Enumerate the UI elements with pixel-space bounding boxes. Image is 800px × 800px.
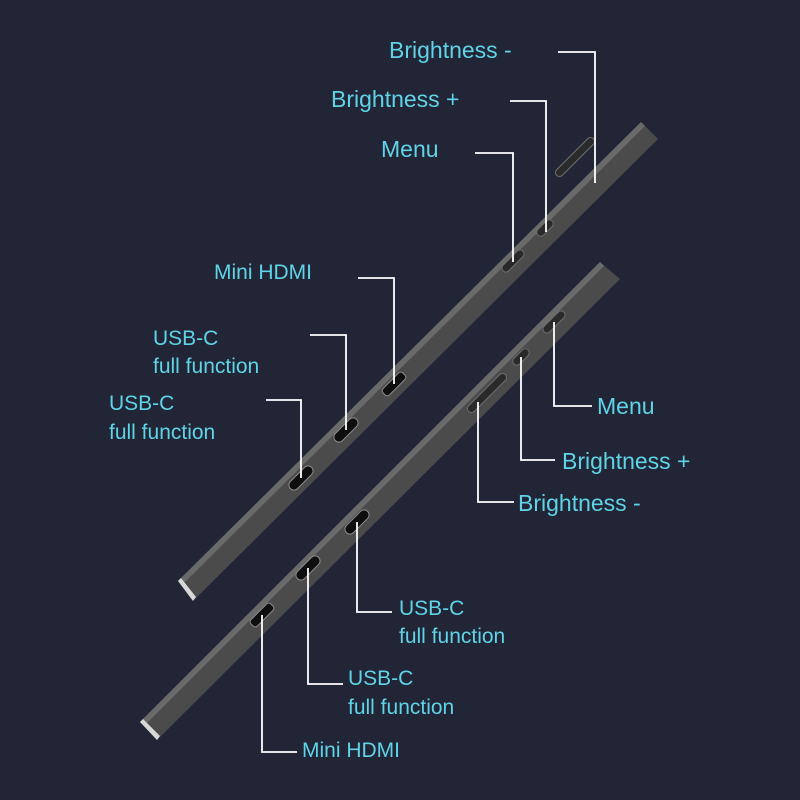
top-label-usbc-2-line1: USB-C: [109, 392, 174, 415]
leader-top-brightness-minus: [558, 51, 596, 183]
top-label-usbc-1-line2: full function: [153, 355, 259, 378]
bottom-bar-end-cap: [140, 719, 160, 740]
leader-bottom-usbc-1: [356, 522, 392, 613]
leader-top-usbc-1: [310, 334, 347, 430]
bottom-label-mini-hdmi: Mini HDMI: [302, 739, 400, 762]
top-brightness-plus-button: [536, 219, 554, 237]
bottom-label-usbc-2-line1: USB-C: [348, 667, 413, 690]
leader-bottom-menu: [553, 322, 592, 407]
top-brightness-minus-button: [554, 136, 596, 178]
leader-top-usbc-2: [266, 399, 302, 478]
bottom-label-brightness-plus: Brightness +: [562, 448, 691, 474]
top-label-usbc-2-line2: full function: [109, 421, 215, 444]
leader-bottom-mini-hdmi: [261, 615, 297, 753]
bottom-label-usbc-1-line2: full function: [399, 625, 505, 648]
bottom-label-usbc-2-line2: full function: [348, 696, 454, 719]
bottom-bar-highlight: [140, 262, 604, 726]
leader-top-mini-hdmi: [358, 277, 395, 384]
bottom-label-menu: Menu: [597, 393, 655, 419]
top-label-brightness-minus: Brightness -: [389, 37, 512, 63]
top-label-usbc-1-line1: USB-C: [153, 327, 218, 350]
bottom-label-usbc-1-line1: USB-C: [399, 597, 464, 620]
top-bar-highlight: [178, 122, 645, 585]
leader-bottom-brightness-plus: [520, 357, 555, 461]
leader-bottom-brightness-minus: [477, 402, 514, 503]
top-bar-end-cap: [178, 578, 196, 601]
leader-top-menu: [475, 152, 514, 262]
leader-lines: [261, 51, 596, 753]
top-label-brightness-plus: Brightness +: [331, 86, 460, 112]
top-label-menu: Menu: [381, 136, 439, 162]
leader-bottom-usbc-2: [307, 568, 343, 685]
bottom-label-brightness-minus: Brightness -: [518, 490, 641, 516]
top-label-mini-hdmi: Mini HDMI: [214, 261, 312, 284]
leader-top-brightness-plus: [510, 100, 547, 232]
